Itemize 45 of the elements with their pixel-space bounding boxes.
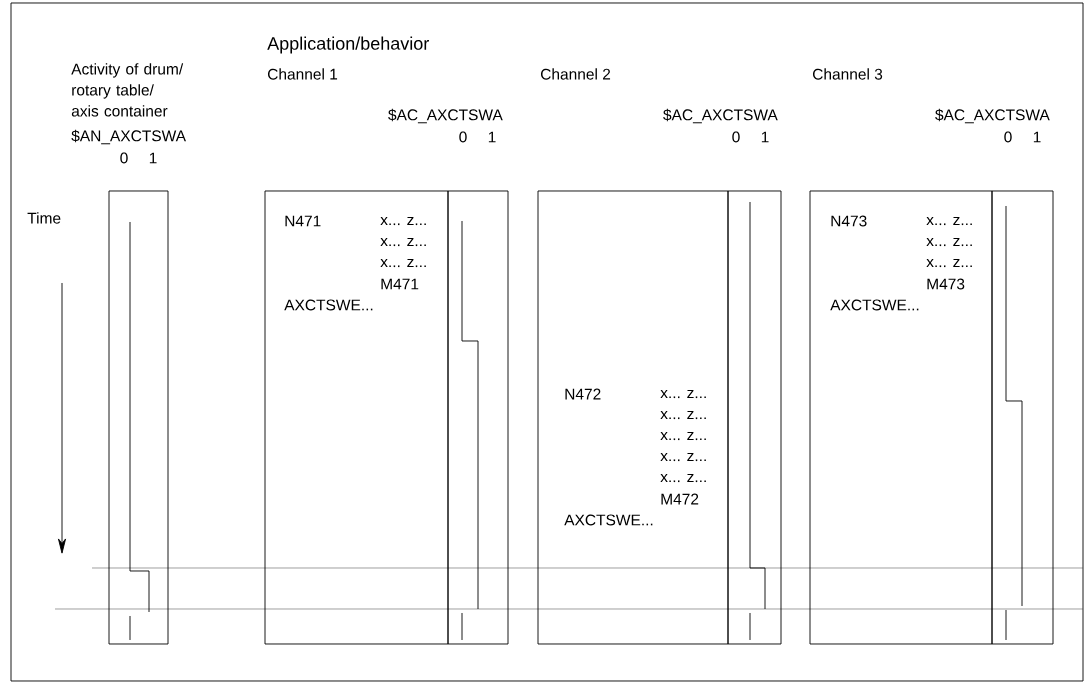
column-heading: Channel 1 bbox=[268, 68, 338, 80]
code-line: x... z... bbox=[926, 216, 972, 226]
program-box bbox=[264, 190, 449, 645]
code-line: x... z... bbox=[380, 258, 426, 268]
code-line: x... z... bbox=[926, 237, 972, 247]
code-line: AXCTSWE... bbox=[284, 299, 373, 311]
signal-box bbox=[727, 190, 782, 645]
code-line: x... z... bbox=[380, 216, 426, 226]
code-line: x... z... bbox=[660, 410, 706, 420]
code-line: M473 bbox=[927, 278, 965, 290]
code-line: M472 bbox=[661, 493, 699, 505]
signal-value: 1 bbox=[1033, 131, 1041, 143]
program-box bbox=[537, 190, 729, 645]
code-line: AXCTSWE... bbox=[830, 299, 919, 311]
code-line: x... z... bbox=[380, 237, 426, 247]
program-box bbox=[809, 190, 993, 645]
code-line: x... z... bbox=[660, 452, 706, 462]
signal-box bbox=[447, 190, 509, 645]
variable-name: $AN_AXCTSWA bbox=[71, 129, 186, 145]
axis-label: Time bbox=[27, 212, 61, 224]
code-line: x... z... bbox=[660, 431, 706, 441]
column-heading: Channel 3 bbox=[813, 68, 883, 80]
code-line: N473 bbox=[831, 215, 867, 227]
column-heading: Activity of drum/ rotary table/ axis container bbox=[71, 63, 184, 117]
variable-name: $AC_AXCTSWA bbox=[388, 108, 503, 124]
signal-value: 0 bbox=[732, 131, 740, 143]
signal-value: 1 bbox=[488, 131, 496, 143]
variable-name: $AC_AXCTSWA bbox=[663, 108, 778, 124]
signal-box bbox=[108, 190, 169, 645]
code-line: N471 bbox=[285, 215, 321, 227]
signal-value: 0 bbox=[1004, 131, 1012, 143]
code-line: M471 bbox=[381, 278, 419, 290]
signal-box bbox=[991, 190, 1054, 645]
variable-name: $AC_AXCTSWA bbox=[935, 108, 1050, 124]
code-line: x... z... bbox=[660, 389, 706, 399]
code-line: x... z... bbox=[660, 473, 706, 483]
signal-value: 0 bbox=[459, 131, 467, 143]
heading: Application/behavior bbox=[267, 36, 429, 54]
code-line: AXCTSWE... bbox=[564, 514, 653, 526]
code-line: N472 bbox=[565, 388, 601, 400]
code-line: x... z... bbox=[926, 258, 972, 268]
signal-value: 1 bbox=[761, 131, 769, 143]
column-heading: Channel 2 bbox=[541, 68, 611, 80]
signal-value: 0 bbox=[120, 152, 128, 164]
signal-value: 1 bbox=[149, 152, 157, 164]
